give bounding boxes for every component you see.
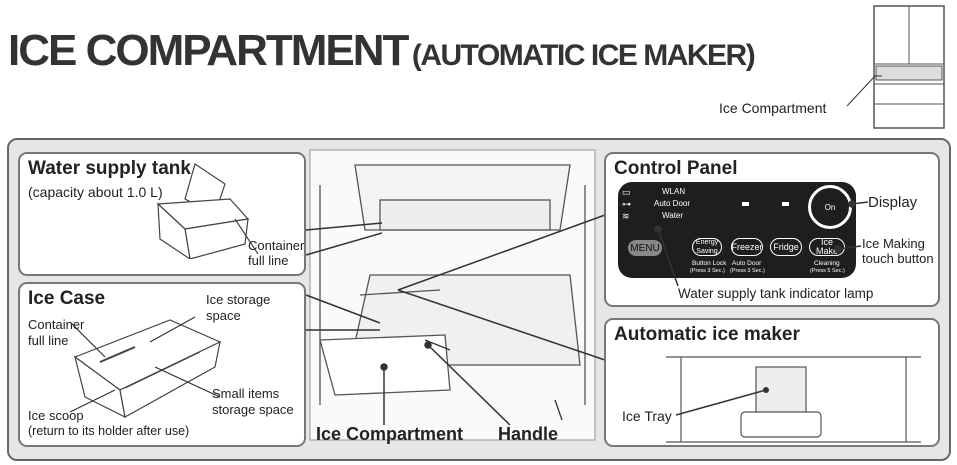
ice-maker-illustration bbox=[666, 356, 921, 443]
eco-icon: ▭ bbox=[622, 187, 631, 197]
display-segment bbox=[782, 202, 789, 206]
key-icon: ⊶ bbox=[622, 199, 631, 209]
control-panel-heading: Control Panel bbox=[614, 158, 738, 179]
ice-case-panel: Ice Case Container full line Ice storage… bbox=[18, 282, 306, 447]
press-note: (Press 3 Sec.) bbox=[690, 268, 725, 274]
control-panel-section: Control Panel ▭ ⊶ ≋ WLAN Auto Door Water… bbox=[604, 152, 940, 307]
display-segment bbox=[742, 202, 749, 206]
ice-make-button[interactable]: Ice Make bbox=[809, 238, 845, 256]
fridge-interior-illustration bbox=[309, 149, 596, 441]
fridge-callout-label: Ice Compartment bbox=[719, 100, 827, 116]
freezer-button[interactable]: Freezer bbox=[731, 238, 763, 256]
auto-door-label: Auto Door bbox=[732, 260, 762, 267]
press-note: (Press 3 Sec.) bbox=[730, 268, 765, 274]
display-label: Display bbox=[868, 194, 918, 211]
ice-case-illustration bbox=[69, 316, 222, 419]
water-tank-capacity: (capacity about 1.0 L) bbox=[28, 184, 163, 200]
ice-case-full-line-label: Container full line bbox=[28, 317, 85, 348]
fridge-icon bbox=[873, 5, 945, 129]
control-panel-leaders bbox=[654, 200, 869, 287]
press-note: (Press 5 Sec.) bbox=[810, 268, 845, 274]
leader-lines bbox=[305, 214, 606, 426]
ice-case-heading: Ice Case bbox=[28, 288, 106, 309]
callout-line bbox=[846, 75, 882, 107]
ice-maker-panel: Automatic ice maker Ice Tray bbox=[604, 318, 940, 447]
water-tank-heading: Water supply tank bbox=[28, 158, 191, 179]
wlan-indicator: WLAN bbox=[662, 187, 686, 196]
small-items-label: Small items storage space bbox=[212, 386, 294, 417]
ice-making-button-label: Ice Making touch button bbox=[862, 236, 934, 266]
ice-compartment-label: Ice Compartment bbox=[316, 424, 464, 444]
button-lock-label: Button Lock bbox=[692, 260, 727, 267]
wifi-icon: ≋ bbox=[622, 211, 630, 221]
auto-door-indicator: Auto Door bbox=[654, 199, 691, 208]
handle-label: Handle bbox=[498, 424, 559, 444]
ice-maker-heading: Automatic ice maker bbox=[614, 324, 800, 345]
menu-button[interactable]: MENU bbox=[628, 240, 662, 256]
fridge-button[interactable]: Fridge bbox=[770, 238, 802, 256]
indicator-lamp-label: Water supply tank indicator lamp bbox=[678, 286, 874, 301]
ice-storage-label: Ice storage space bbox=[206, 292, 271, 323]
title-sub: (AUTOMATIC ICE MAKER) bbox=[411, 39, 756, 72]
ice-scoop-label: Ice scoop bbox=[28, 408, 84, 423]
ice-tray-label: Ice Tray bbox=[622, 408, 672, 424]
water-tank-full-line-label: Container full line bbox=[248, 238, 305, 268]
energy-saving-button[interactable]: Energy Saving bbox=[692, 238, 722, 256]
water-indicator: Water bbox=[662, 211, 684, 220]
water-tank-panel: Water supply tank (capacity about 1.0 L)… bbox=[18, 152, 306, 276]
water-tank-illustration bbox=[156, 163, 259, 259]
ice-scoop-note: (return to its holder after use) bbox=[28, 424, 190, 438]
ice-tray-leader bbox=[675, 387, 769, 416]
cleaning-label: Cleaning bbox=[814, 260, 840, 267]
page-title: ICE COMPARTMENT (AUTOMATIC ICE MAKER) bbox=[8, 26, 868, 76]
title-main: ICE COMPARTMENT bbox=[8, 26, 409, 75]
